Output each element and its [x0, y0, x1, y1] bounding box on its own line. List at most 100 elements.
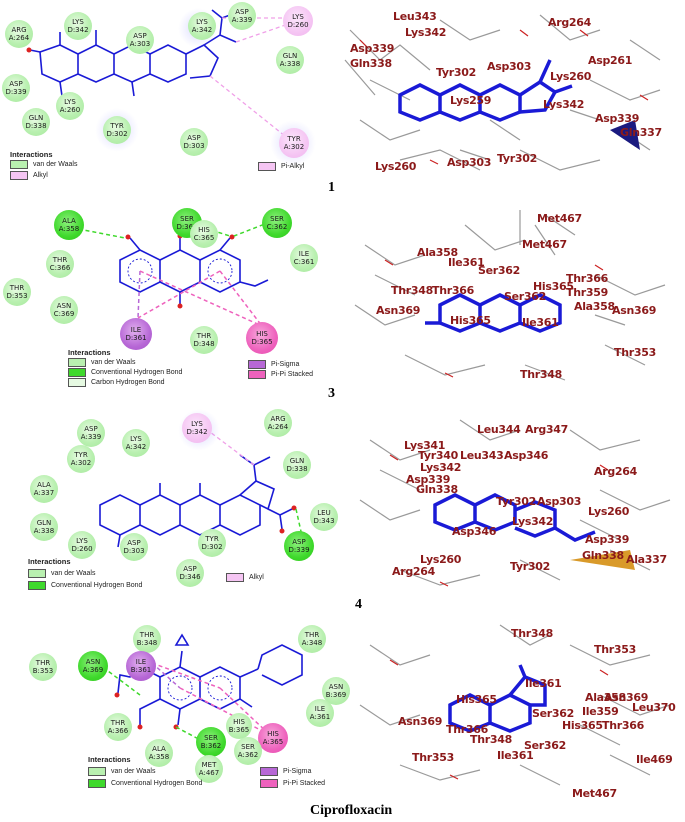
- residue: ALA A:358: [54, 210, 84, 240]
- residue-3d-label: Thr348: [511, 627, 553, 640]
- residue-3d-label: His365: [562, 719, 603, 732]
- residue: MET A:467: [195, 755, 223, 783]
- residue: TYR D:302: [103, 116, 131, 144]
- legend-label: Alkyl: [33, 172, 48, 179]
- residue-3d-label: Asp303: [487, 60, 532, 73]
- legend-item-vdw: van der Waals: [10, 160, 77, 169]
- residue-3d-label: Gln338: [582, 549, 624, 562]
- residue-3d-label: Asp339: [585, 533, 630, 546]
- residue: ASN C:369: [50, 296, 78, 324]
- legend-title: Interactions: [10, 150, 53, 159]
- residue-3d-label: Thr366: [446, 723, 488, 736]
- residue: SER C:362: [262, 208, 292, 238]
- residue-3d-label: Leu344: [477, 423, 521, 436]
- docking-3d-view: [354, 210, 666, 381]
- legend-label: Pi-Pi Stacked: [271, 371, 314, 378]
- residue: ILE A:361: [306, 699, 334, 727]
- legend-item-pipi: Pi-Pi Stacked: [260, 779, 325, 788]
- residue: ALA A:358: [145, 739, 173, 767]
- residue-3d-label: His365: [533, 280, 574, 293]
- residue: LYS D:342: [64, 12, 92, 40]
- residue: LYS D:260: [68, 531, 96, 559]
- residue: ILE C:361: [290, 244, 318, 272]
- residue-3d-label: Asp339: [595, 112, 640, 125]
- residue: TYR A:302: [279, 128, 309, 158]
- residue-3d-label: Thr366: [602, 719, 644, 732]
- legend-label: Conventional Hydrogen Bond: [51, 582, 143, 589]
- legend-label: Pi-Sigma: [271, 361, 300, 368]
- residue-3d-label: Ala358: [574, 300, 615, 313]
- residue-3d-label: Lys259: [450, 94, 492, 107]
- residue: HIS B:365: [226, 713, 252, 739]
- residue-3d-label: Gln337: [620, 126, 662, 139]
- legend-item-hbond: Conventional Hydrogen Bond: [88, 779, 202, 788]
- residue-3d-label: Lys260: [420, 553, 462, 566]
- legend-label: van der Waals: [33, 161, 78, 168]
- residue: TYR A:302: [67, 445, 95, 473]
- legend-label: Pi-Alkyl: [281, 163, 305, 170]
- residue-3d-label: Asp346: [504, 449, 549, 462]
- legend-label: van der Waals: [111, 768, 156, 775]
- legend-item-pipi: Pi-Pi Stacked: [248, 370, 313, 379]
- legend-item-pialkyl: Pi-Alkyl: [258, 162, 304, 171]
- residue-3d-label: Thr366: [566, 272, 608, 285]
- residue-3d-label: Asn369: [398, 715, 443, 728]
- residue-3d-label: Met467: [522, 238, 567, 251]
- residue: ASP D:339: [284, 531, 314, 561]
- docking-3d-view: [359, 419, 671, 587]
- residue: LYS A:342: [122, 429, 150, 457]
- residue-3d-label: Ser362: [532, 707, 574, 720]
- residue-3d-label: Tyr340: [418, 449, 458, 462]
- residue-3d-label: Ile361: [522, 316, 559, 329]
- residue: SER B:362: [196, 727, 226, 757]
- legend-label: Pi-Pi Stacked: [283, 780, 326, 787]
- panel-ciprofloxacin: THR B:348 THR A:348 ILE B:361 THR B:353 …: [0, 615, 685, 822]
- legend-label: Conventional Hydrogen Bond: [91, 369, 183, 376]
- panel-compound-4: LYS D:342 ARG A:264 ASP A:339 LYS A:342 …: [0, 405, 685, 615]
- residue: LYS A:260: [56, 92, 84, 120]
- residue-3d-label: Lys342: [543, 98, 585, 111]
- residue: ASP D:346: [176, 559, 204, 587]
- legend-label: van der Waals: [51, 570, 96, 577]
- residue-3d-label: Ala358: [417, 246, 458, 259]
- legend: Interactions van der Waals Conventional …: [28, 557, 278, 597]
- legend-label: Conventional Hydrogen Bond: [111, 780, 203, 787]
- legend-item-hbond: Conventional Hydrogen Bond: [28, 581, 142, 590]
- residue-3d-label: Asn369: [376, 304, 421, 317]
- legend-item-pisigma: Pi-Sigma: [260, 767, 311, 776]
- residue-3d-label: Leu343: [460, 449, 504, 462]
- legend-item-vdw: van der Waals: [88, 767, 155, 776]
- residue: THR A:348: [298, 625, 326, 653]
- residue-3d-label: Lys260: [375, 160, 417, 173]
- residue-3d-label: Thr348: [520, 368, 562, 381]
- residue-3d-label: Ile359: [582, 705, 619, 718]
- figure-label: 3: [328, 386, 335, 401]
- residue-3d-label: Lys341: [404, 439, 446, 452]
- residue: LYS A:342: [188, 12, 216, 40]
- residue-3d-label: Asp303: [447, 156, 492, 169]
- docking-3d-view: [344, 14, 661, 171]
- residue: ASP D:303: [120, 533, 148, 561]
- residue: HIS D:365: [246, 322, 278, 354]
- residue-3d-label: Tyr302: [496, 495, 536, 508]
- residue-3d-label: Asp303: [537, 495, 582, 508]
- residue-3d-label: Ile361: [448, 256, 485, 269]
- residue-3d-label: Gln338: [350, 57, 392, 70]
- residue-3d-label: Asp261: [588, 54, 633, 67]
- residue-3d-label: Arg347: [525, 423, 568, 436]
- residue-3d-label: Asp346: [452, 525, 497, 538]
- legend-title: Interactions: [88, 755, 131, 764]
- residue-3d-label: Ala337: [626, 553, 667, 566]
- residue: GLN D:338: [22, 108, 50, 136]
- residue: GLN D:338: [283, 451, 311, 479]
- residue-3d-label: Lys260: [550, 70, 592, 83]
- legend-label: van der Waals: [91, 359, 136, 366]
- residue-3d-label: Ala358: [585, 691, 626, 704]
- residue: ASP A:339: [77, 419, 105, 447]
- residue-3d-label: Ser362: [478, 264, 520, 277]
- legend-item-alkyl: Alkyl: [226, 573, 264, 582]
- residue: HIS C:365: [190, 220, 218, 248]
- legend-item-vdw: van der Waals: [68, 358, 135, 367]
- residue: ALA A:337: [30, 475, 58, 503]
- residue-3d-label: Thr353: [614, 346, 656, 359]
